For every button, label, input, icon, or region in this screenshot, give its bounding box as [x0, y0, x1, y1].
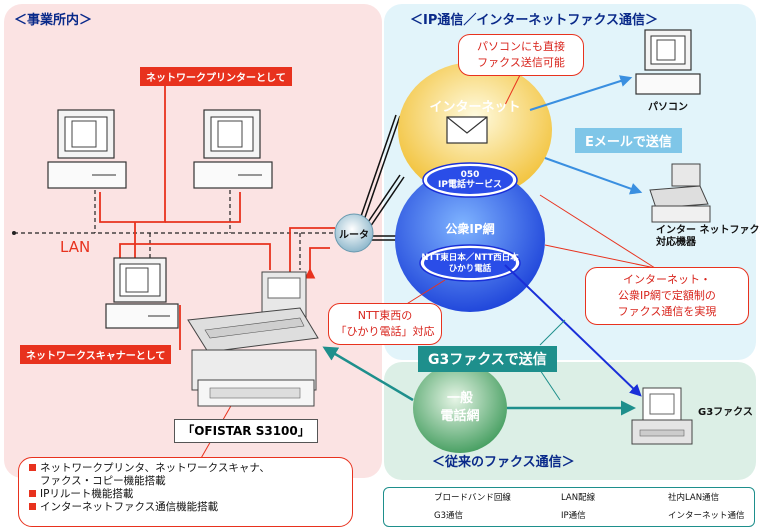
- router-icon: [334, 213, 374, 253]
- ip-zone-title: ＜IP通信／インターネットファクス通信＞: [410, 13, 658, 28]
- flat-rate-callout: インターネット・ 公衆IP網で定額制の ファクス通信を実現: [585, 267, 749, 325]
- ip-phone-service: IP電話サービス: [438, 180, 502, 190]
- legend-internet: インターネット通信: [668, 511, 745, 521]
- flat-rate-line3: ファクス通信を実現: [617, 305, 717, 318]
- internet-label: インターネット: [429, 100, 521, 115]
- ip-phone-label: 050 IP電話サービス: [430, 170, 510, 190]
- hikari-label: NTT東日本／NTT西日本 ひかり電話: [416, 253, 524, 275]
- ifax-label-line1: インター ネットファクス: [656, 225, 760, 236]
- office-pc-2: [193, 109, 273, 189]
- office-pc-3: [105, 257, 179, 329]
- ifax-label-line2: 対応機器: [656, 237, 696, 248]
- ifax-device: [649, 163, 711, 223]
- network-scanner-label: ネットワークスキャナーとして: [20, 345, 172, 364]
- legacy-zone-title: ＜従来のファクス通信＞: [432, 455, 575, 470]
- mail-icon: [446, 116, 488, 144]
- flat-rate-line1: インターネット・: [623, 273, 711, 286]
- hikari-callout: NTT東西の 「ひかり電話」対応: [328, 303, 442, 345]
- mfp-device: [187, 271, 319, 407]
- g3fax-device: [631, 387, 693, 445]
- pc-direct-line2: ファクス送信可能: [477, 56, 565, 69]
- ifax-label: インター ネットファクス 対応機器: [656, 225, 760, 249]
- office-zone-title: ＜事業所内＞: [14, 13, 93, 28]
- hikari-callout-line1: NTT東西の: [357, 309, 413, 322]
- legend-g3: G3通信: [434, 511, 463, 521]
- flat-rate-line2: 公衆IP網で定額制の: [618, 289, 716, 302]
- g3-send-bar: G3ファクスで送信: [418, 346, 557, 372]
- g3fax-label: G3ファクス: [698, 407, 753, 418]
- public-ip-cloud: [395, 168, 545, 312]
- public-phone-label: 一般 電話網: [423, 390, 497, 426]
- public-phone-cloud: [413, 363, 507, 453]
- printer-lan-link: [99, 85, 166, 223]
- feature-item: インターネットファクス通信機能搭載: [29, 501, 342, 514]
- hikari-label-line2: ひかり電話: [448, 264, 492, 274]
- office-pc-1: [47, 109, 127, 189]
- legend-office-lan: 社内LAN通信: [668, 493, 720, 503]
- pc-direct-line1: パソコンにも直接: [477, 40, 565, 53]
- model-name: 「OFISTAR S3100」: [174, 419, 318, 443]
- feature-item: ファクス・コピー機能搭載: [40, 475, 166, 487]
- legend-lan-line: LAN配線: [561, 493, 596, 503]
- ip-phone-number: 050: [460, 170, 480, 180]
- legend-broadband: ブロードバンド回線: [434, 493, 511, 503]
- hikari-label-line1: NTT東日本／NTT西日本: [421, 253, 519, 263]
- lan-label: LAN: [60, 238, 91, 256]
- feature-item: ネットワークプリンタ、ネットワークスキャナ、: [29, 462, 342, 475]
- email-send-bar: Eメールで送信: [575, 128, 682, 153]
- network-printer-label: ネットワークプリンターとして: [140, 67, 292, 86]
- router-label: ルータ: [339, 230, 369, 241]
- feature-item: IPリルート機能搭載: [29, 488, 342, 501]
- legend-ip: IP通信: [561, 511, 586, 521]
- legend: ブロードバンド回線 LAN配線 社内LAN通信 G3通信 IP通信 インターネッ…: [383, 487, 755, 527]
- pc-label: パソコン: [648, 102, 688, 113]
- public-phone-line1: 一般: [446, 391, 473, 406]
- pc-direct-callout: パソコンにも直接 ファクス送信可能: [458, 34, 584, 76]
- public-phone-line2: 電話網: [440, 409, 480, 424]
- hikari-callout-line2: 「ひかり電話」対応: [335, 325, 435, 338]
- remote-pc: [635, 29, 701, 95]
- features-box: ネットワークプリンタ、ネットワークスキャナ、 ファクス・コピー機能搭載 IPリル…: [18, 457, 353, 527]
- public-ip-label: 公衆IP網: [445, 222, 495, 236]
